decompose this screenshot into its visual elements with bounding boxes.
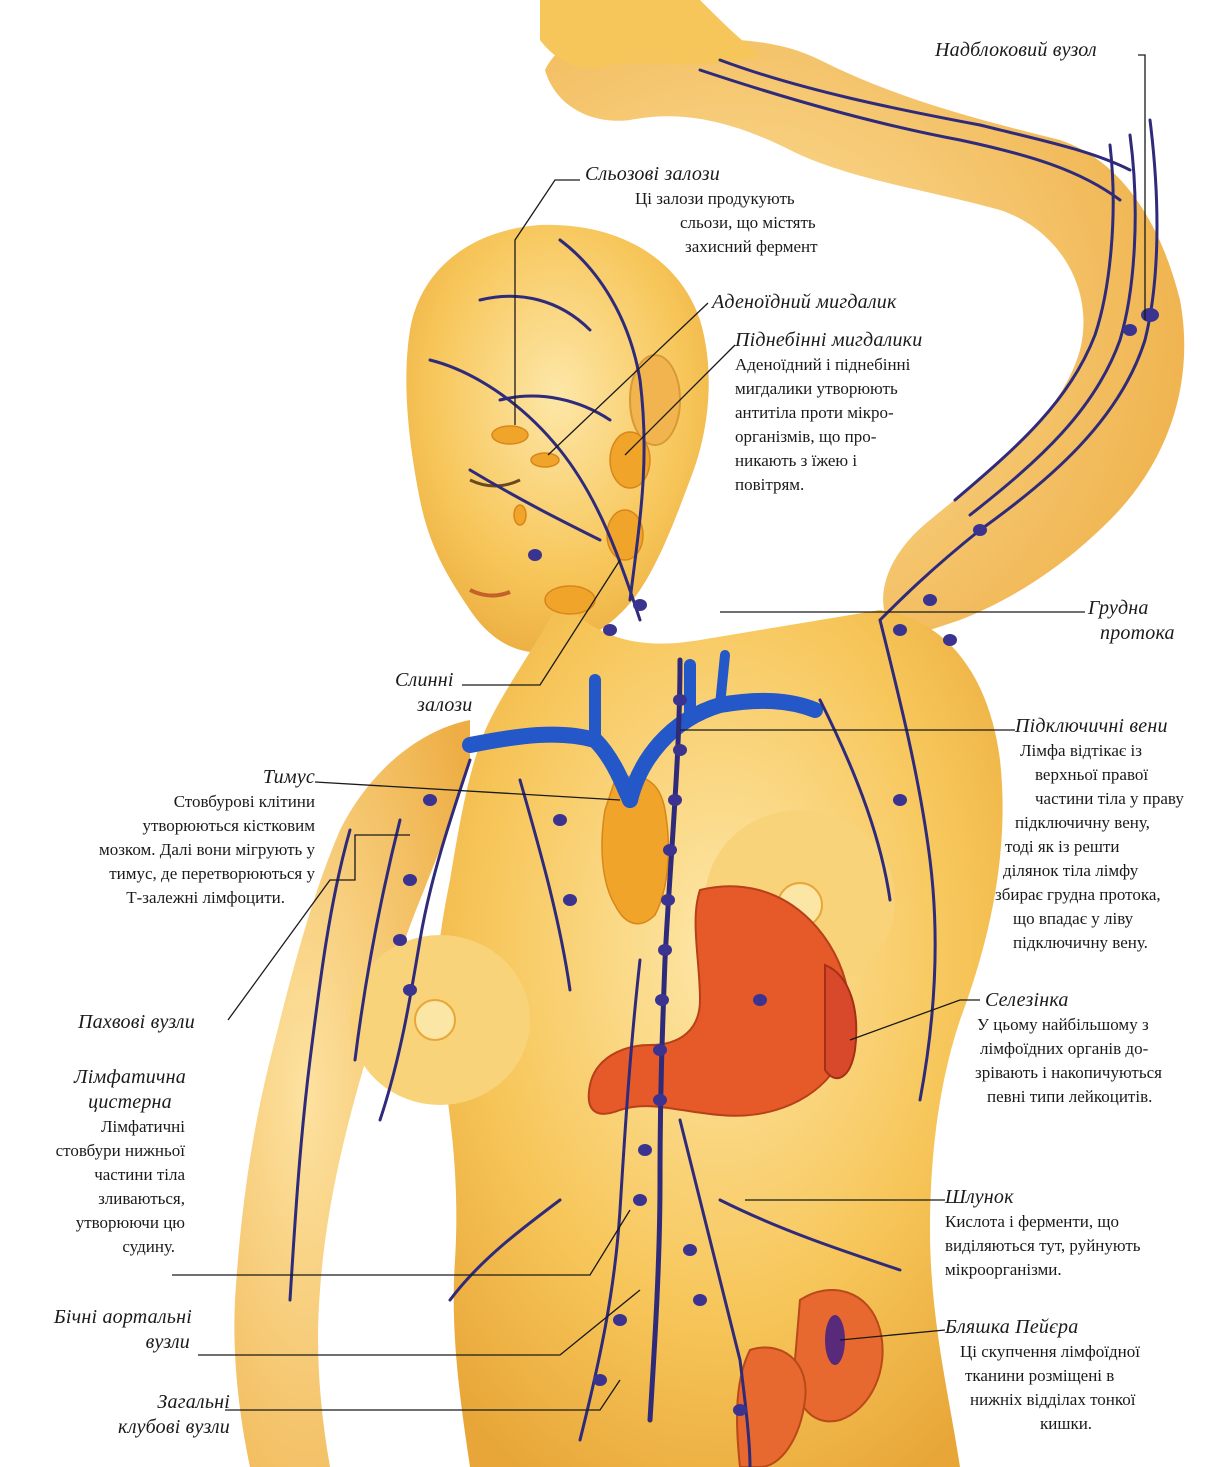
thoracic-duct-title-2: протока	[1088, 621, 1198, 646]
subclavian-desc-7: збирає грудна протока,	[985, 883, 1210, 907]
lacrimal-desc-2: сльози, що містять	[585, 211, 885, 235]
common-iliac-title-2: клубові вузли	[85, 1415, 230, 1440]
spleen-title: Селезінка	[955, 988, 1220, 1013]
thymus-title: Тимус	[0, 765, 315, 790]
thoracic-duct-title-1: Грудна	[1088, 596, 1198, 621]
cistern-title-2: цистерна	[10, 1090, 210, 1115]
thymus-desc-5: Т-залежні лімфоцити.	[0, 886, 315, 910]
stomach-desc-3: мікроорганізми.	[945, 1258, 1215, 1282]
peyer-desc-4: кишки.	[945, 1412, 1215, 1436]
thymus-desc-3: мозком. Далі вони мігрують у	[0, 838, 315, 862]
lacrimal-desc-1: Ці залози продукують	[585, 187, 885, 211]
palatine-desc-3: антитіла проти мікро-	[735, 401, 995, 425]
spleen-desc-4: певні типи лейкоцитів.	[955, 1085, 1220, 1109]
hand	[540, 0, 760, 68]
cistern-desc-3: частини тіла	[10, 1163, 210, 1187]
thymus-desc-1: Стовбурові клітини	[0, 790, 315, 814]
cistern-desc-4: зливаються,	[10, 1187, 210, 1211]
label-subclavian-veins: Підключичні вени Лімфа відтікає із верхн…	[985, 714, 1210, 955]
palatine-desc-2: мигдалики утворюють	[735, 377, 995, 401]
label-lymphatic-cistern: Лімфатична цистерна Лімфатичні стовбури …	[10, 1065, 210, 1259]
subclavian-title: Підключичні вени	[985, 714, 1210, 739]
stomach-title: Шлунок	[945, 1185, 1215, 1210]
palatine-desc-1: Аденоїдний і піднебінні	[735, 353, 995, 377]
peyer-desc-3: нижніх відділах тонкої	[945, 1388, 1215, 1412]
cistern-desc-1: Лімфатичні	[10, 1115, 210, 1139]
lateral-aortic-title-1: Бічні аортальні	[0, 1305, 200, 1330]
label-palatine-tonsils: Піднебінні мигдалики Аденоїдний і піднеб…	[735, 328, 995, 497]
spleen-desc-1: У цьому найбільшому з	[955, 1013, 1220, 1037]
palatine-desc-6: повітрям.	[735, 473, 995, 497]
thymus-desc-4: тимус, де перетворюються у	[0, 862, 315, 886]
label-peyers-patch: Бляшка Пейєра Ці скупчення лімфоїдної тк…	[945, 1315, 1215, 1436]
cistern-desc-2: стовбури нижньої	[10, 1139, 210, 1163]
thymus-desc-2: утворюються кістковим	[0, 814, 315, 838]
label-axillary-nodes: Пахвові вузли	[78, 1010, 195, 1035]
nipple-left	[415, 1000, 455, 1040]
salivary-title-2: залози	[395, 693, 485, 718]
cistern-title-1: Лімфатична	[10, 1065, 210, 1090]
lacrimal-title: Сльозові залози	[585, 162, 885, 187]
subclavian-desc-3: частини тіла у праву	[985, 787, 1210, 811]
peyer-desc-2: тканини розміщені в	[945, 1364, 1215, 1388]
peyer-title: Бляшка Пейєра	[945, 1315, 1215, 1340]
label-supratrochlear-node: Надблоковий вузол	[935, 38, 1097, 63]
label-salivary-glands: Слинні залози	[395, 668, 485, 718]
label-thoracic-duct: Грудна протока	[1088, 596, 1198, 646]
cistern-desc-6: судину.	[10, 1235, 210, 1259]
subclavian-desc-8: що впадає у ліву	[985, 907, 1210, 931]
lacrimal-desc-3: захисний фермент	[585, 235, 885, 259]
subclavian-desc-5: тоді як із решти	[985, 835, 1210, 859]
adenoid-tonsil	[531, 453, 559, 467]
subclavian-desc-1: Лімфа відтікає із	[985, 739, 1210, 763]
salivary-title-1: Слинні	[395, 668, 485, 693]
palatine-desc-5: никають з їжею і	[735, 449, 995, 473]
label-spleen: Селезінка У цьому найбільшому з лімфоїдн…	[955, 988, 1220, 1109]
cistern-desc-5: утворюючи цю	[10, 1211, 210, 1235]
subclavian-desc-4: підключичну вену,	[985, 811, 1210, 835]
subclavian-desc-9: підключичну вену.	[985, 931, 1210, 955]
label-adenoid-tonsil: Аденоїдний мигдалик	[712, 290, 897, 315]
salivary-gland-3	[514, 505, 526, 525]
label-lacrimal-glands: Сльозові залози Ці залози продукують сль…	[585, 162, 885, 259]
stomach-desc-1: Кислота і ферменти, що	[945, 1210, 1215, 1234]
palatine-desc-4: організмів, що про-	[735, 425, 995, 449]
palatine-title: Піднебінні мигдалики	[735, 328, 995, 353]
label-thymus: Тимус Стовбурові клітини утворюються кіс…	[0, 765, 315, 910]
lacrimal-gland	[492, 426, 528, 444]
label-lateral-aortic-nodes: Бічні аортальні вузли	[0, 1305, 200, 1355]
subclavian-desc-2: верхньої правої	[985, 763, 1210, 787]
label-common-iliac-nodes: Загальні клубові вузли	[85, 1390, 230, 1440]
label-stomach: Шлунок Кислота і ферменти, що виділяютьс…	[945, 1185, 1215, 1282]
spleen-desc-3: зрівають і накопичуються	[955, 1061, 1220, 1085]
lateral-aortic-title-2: вузли	[0, 1330, 200, 1355]
common-iliac-title-1: Загальні	[85, 1390, 230, 1415]
peyer-desc-1: Ці скупчення лімфоїдної	[945, 1340, 1215, 1364]
subclavian-desc-6: ділянок тіла лімфу	[985, 859, 1210, 883]
spleen-desc-2: лімфоїдних органів до-	[955, 1037, 1220, 1061]
stomach-desc-2: виділяються тут, руйнують	[945, 1234, 1215, 1258]
